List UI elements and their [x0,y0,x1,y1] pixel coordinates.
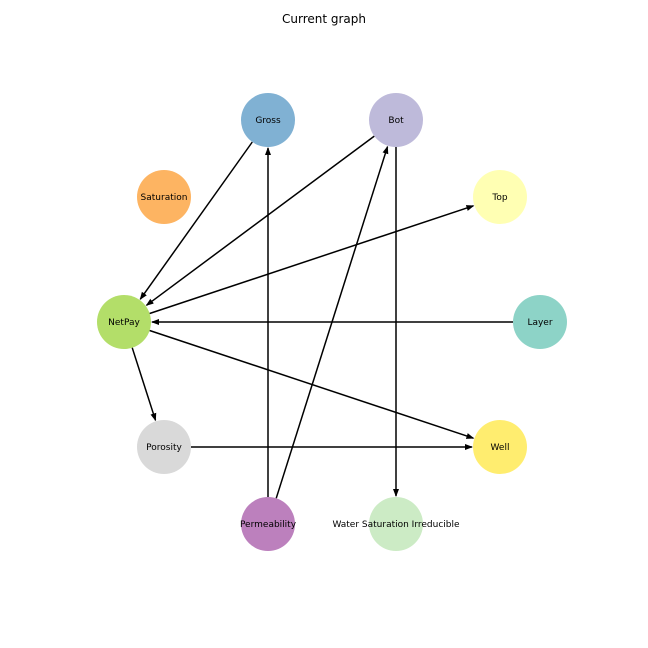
node-top[interactable]: Top [473,170,527,224]
node-label-permeability: Permeability [240,520,297,530]
node-circle-permeability[interactable] [241,497,295,551]
node-circle-wsi[interactable] [369,497,423,551]
node-circle-bot[interactable] [369,93,423,147]
node-label-netpay: NetPay [108,318,140,328]
node-bot[interactable]: Bot [369,93,423,147]
edge-netpay-to-porosity [131,347,157,422]
node-layer[interactable]: Layer [513,295,567,349]
node-circle-gross[interactable] [241,93,295,147]
edges-layer [131,135,513,499]
node-circle-porosity[interactable] [137,420,191,474]
node-circle-saturation[interactable] [137,170,191,224]
edge-bot-to-netpay [145,135,375,306]
node-circle-netpay[interactable] [97,295,151,349]
node-porosity[interactable]: Porosity [137,420,191,474]
node-label-bot: Bot [388,116,404,126]
node-netpay[interactable]: NetPay [97,295,151,349]
node-circle-top[interactable] [473,170,527,224]
node-label-layer: Layer [527,318,552,328]
node-saturation[interactable]: Saturation [137,170,191,224]
node-label-well: Well [491,443,510,453]
node-label-top: Top [491,193,507,203]
edge-netpay-to-top [149,205,475,315]
node-well[interactable]: Well [473,420,527,474]
node-label-porosity: Porosity [146,443,182,453]
node-wsi[interactable]: Water Saturation Irreducible [332,497,460,551]
edge-gross-to-netpay [139,141,253,301]
node-circle-layer[interactable] [513,295,567,349]
graph-title: Current graph [281,12,366,26]
node-circle-well[interactable] [473,420,527,474]
node-permeability[interactable]: Permeability [240,497,297,551]
node-label-gross: Gross [255,116,281,126]
edge-permeability-to-bot [275,145,389,499]
node-label-saturation: Saturation [141,193,188,203]
node-gross[interactable]: Gross [241,93,295,147]
node-label-wsi: Water Saturation Irreducible [332,520,460,530]
